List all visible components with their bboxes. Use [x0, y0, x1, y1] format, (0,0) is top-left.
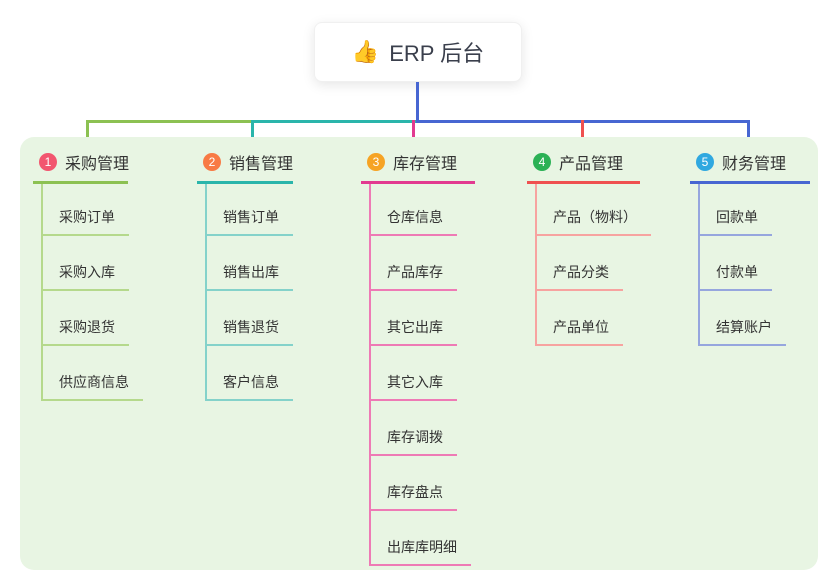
branch-purchase: 1 采购管理 采购订单 采购入库 采购退货 供应商信息 — [33, 148, 143, 401]
node-warehouse-info[interactable]: 仓库信息 — [371, 184, 457, 236]
badge-4: 4 — [533, 153, 551, 171]
branch-sales: 2 销售管理 销售订单 销售出库 销售退货 客户信息 — [197, 148, 293, 401]
branch-finance-header[interactable]: 5 财务管理 — [690, 148, 810, 184]
node-settlement-account[interactable]: 结算账户 — [700, 291, 786, 346]
node-stock-transfer[interactable]: 库存调拨 — [371, 401, 457, 456]
node-receipt-order[interactable]: 回款单 — [700, 184, 772, 236]
node-supplier-info[interactable]: 供应商信息 — [43, 346, 143, 401]
branch-purchase-label: 采购管理 — [65, 156, 130, 173]
branch-purchase-children: 采购订单 采购入库 采购退货 供应商信息 — [41, 184, 143, 401]
branch-product-children: 产品（物料） 产品分类 产品单位 — [535, 184, 651, 346]
badge-5: 5 — [696, 153, 714, 171]
branch-inventory: 3 库存管理 仓库信息 产品库存 其它出库 其它入库 库存调拨 库存盘点 出库库… — [361, 148, 475, 566]
node-product-category[interactable]: 产品分类 — [537, 236, 623, 291]
node-other-outbound[interactable]: 其它出库 — [371, 291, 457, 346]
branches-panel — [20, 137, 818, 570]
branch-product-header[interactable]: 4 产品管理 — [527, 148, 640, 184]
node-purchase-inbound[interactable]: 采购入库 — [43, 236, 129, 291]
branch-purchase-header[interactable]: 1 采购管理 — [33, 148, 130, 184]
node-outbound-detail[interactable]: 出库库明细 — [371, 511, 471, 566]
root-node[interactable]: 👍 ERP 后台 — [314, 22, 522, 82]
node-stock-count[interactable]: 库存盘点 — [371, 456, 457, 511]
root-label: ERP 后台 — [389, 41, 485, 66]
connector-drop-product — [581, 120, 584, 148]
connector-drop-purchase — [86, 120, 89, 148]
node-purchase-order[interactable]: 采购订单 — [43, 184, 129, 236]
node-other-inbound[interactable]: 其它入库 — [371, 346, 457, 401]
root-connector-stub — [416, 82, 419, 123]
branch-sales-header[interactable]: 2 销售管理 — [197, 148, 293, 184]
node-customer-info[interactable]: 客户信息 — [207, 346, 293, 401]
node-sales-order[interactable]: 销售订单 — [207, 184, 293, 236]
branch-inventory-header[interactable]: 3 库存管理 — [361, 148, 475, 184]
connector-hline-purchase — [86, 120, 253, 123]
node-product-unit[interactable]: 产品单位 — [537, 291, 623, 346]
badge-3: 3 — [367, 153, 385, 171]
branch-product: 4 产品管理 产品（物料） 产品分类 产品单位 — [527, 148, 651, 346]
badge-2: 2 — [203, 153, 221, 171]
node-product-stock[interactable]: 产品库存 — [371, 236, 457, 291]
branch-sales-children: 销售订单 销售出库 销售退货 客户信息 — [205, 184, 293, 401]
connector-hline-sales — [251, 120, 418, 123]
branch-finance-children: 回款单 付款单 结算账户 — [698, 184, 810, 346]
node-payment-order[interactable]: 付款单 — [700, 236, 772, 291]
badge-1: 1 — [39, 153, 57, 171]
node-sales-outbound[interactable]: 销售出库 — [207, 236, 293, 291]
branch-product-label: 产品管理 — [559, 156, 624, 173]
branch-inventory-label: 库存管理 — [393, 156, 458, 173]
node-sales-return[interactable]: 销售退货 — [207, 291, 293, 346]
branch-finance: 5 财务管理 回款单 付款单 结算账户 — [690, 148, 810, 346]
thumbs-up-icon: 👍 — [351, 39, 380, 64]
node-purchase-return[interactable]: 采购退货 — [43, 291, 129, 346]
connector-drop-finance — [747, 120, 750, 148]
branch-inventory-children: 仓库信息 产品库存 其它出库 其它入库 库存调拨 库存盘点 出库库明细 — [369, 184, 475, 566]
branch-sales-label: 销售管理 — [229, 156, 294, 173]
node-product-material[interactable]: 产品（物料） — [537, 184, 651, 236]
connector-drop-sales — [251, 120, 254, 148]
connector-drop-inventory — [412, 120, 415, 148]
branch-finance-label: 财务管理 — [722, 156, 787, 173]
